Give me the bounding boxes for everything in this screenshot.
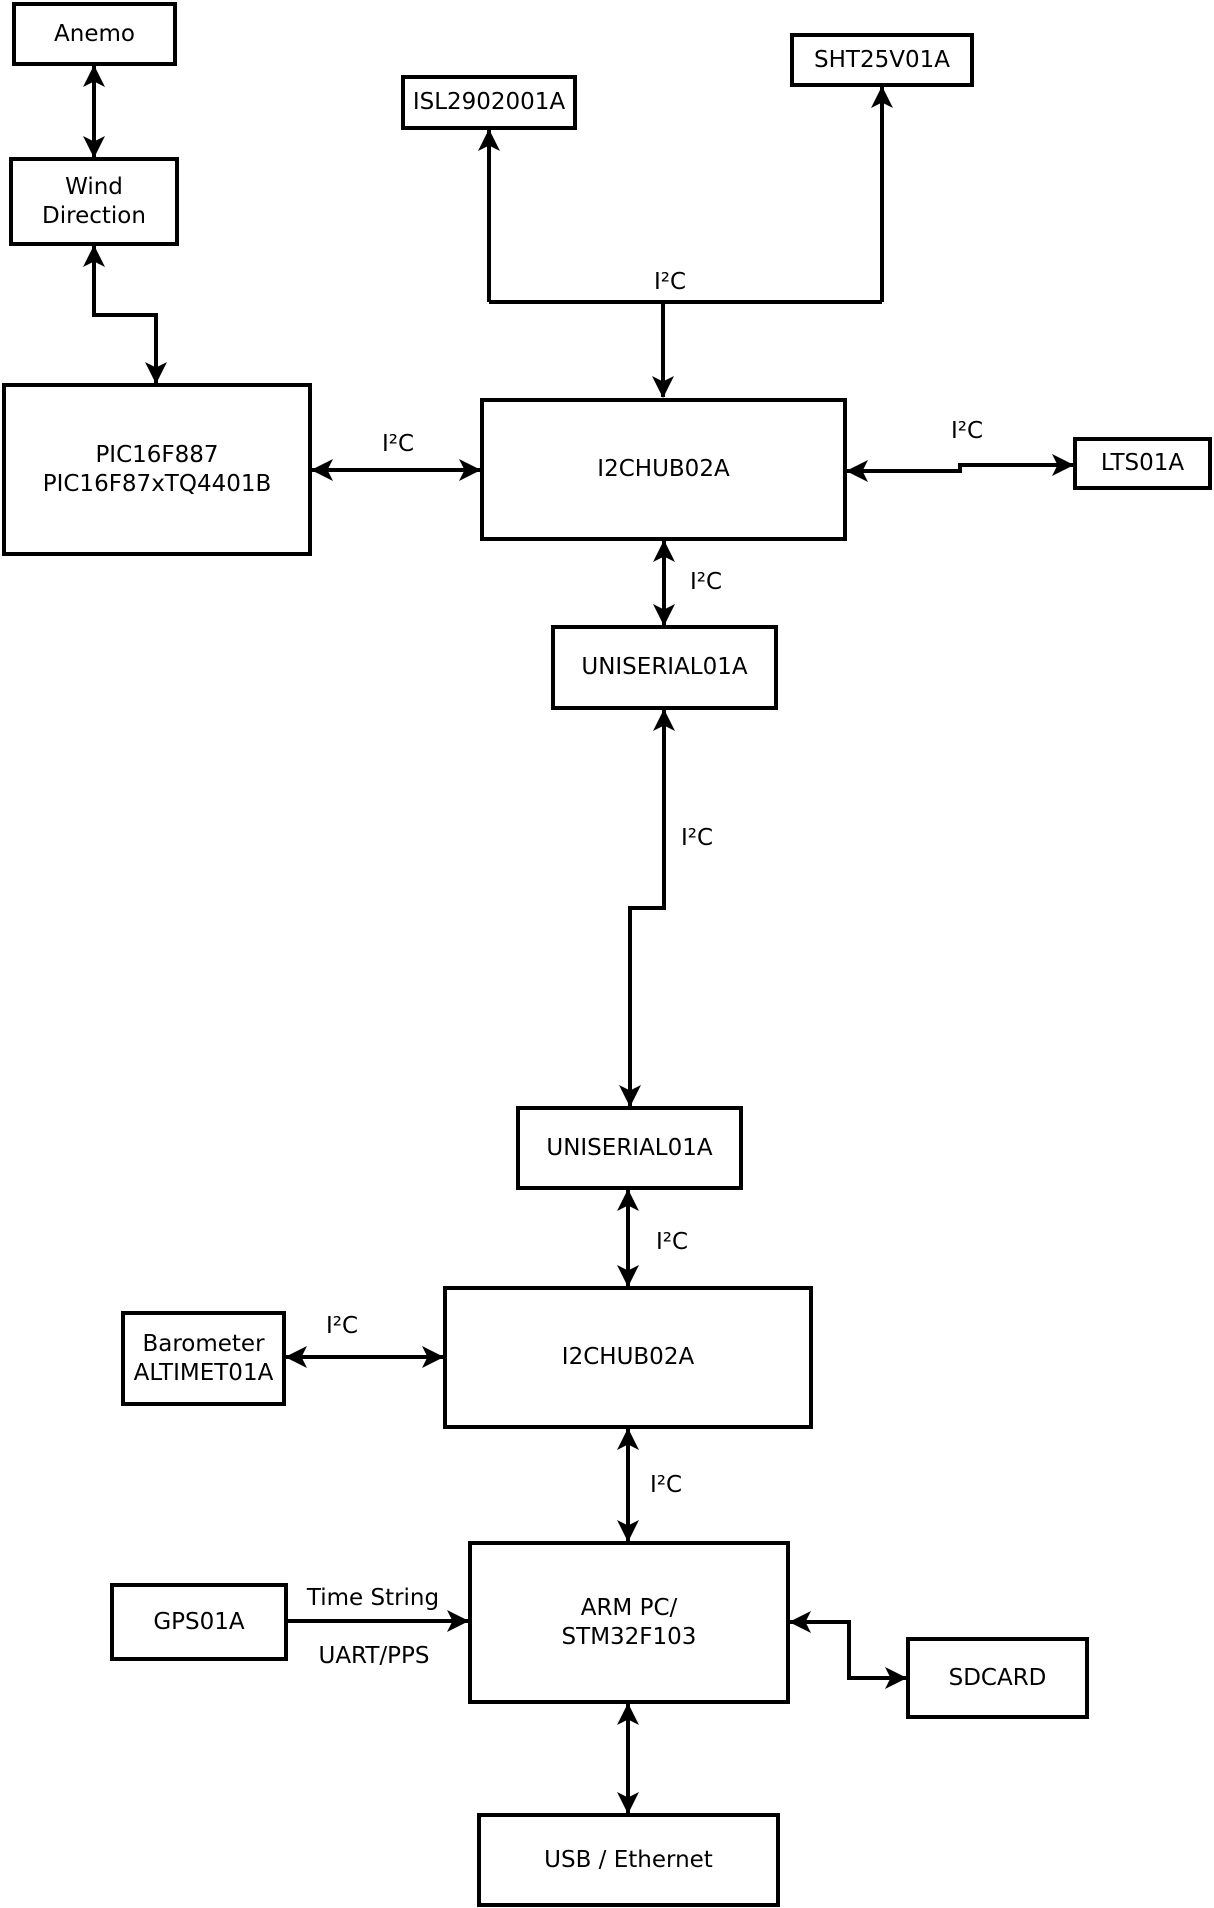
- label-i2c-uniserial-hub2: I²C: [655, 1229, 689, 1255]
- node-label: LTS01A: [1100, 450, 1185, 477]
- node-label: I2CHUB02A: [561, 1344, 695, 1371]
- node-label: Barometer: [142, 1331, 265, 1358]
- label-i2c-pic-hub: I²C: [381, 431, 415, 457]
- node-label: I2CHUB02A: [597, 456, 730, 483]
- node-usb-ethernet: USB / Ethernet: [477, 1813, 780, 1907]
- node-sdcard: SDCARD: [906, 1637, 1089, 1719]
- label-i2c-hub-lts: I²C: [950, 418, 984, 444]
- edge-winddirection-pic: [83, 245, 167, 384]
- node-label: ALTIMET01A: [133, 1359, 274, 1386]
- node-label: SHT25V01A: [814, 46, 950, 73]
- edge-uniserial-uniserial: [619, 709, 675, 1107]
- node-uniserial01a-bottom: UNISERIAL01A: [516, 1106, 743, 1190]
- node-label: Wind: [65, 174, 123, 201]
- label-i2c-hub-uniserial: I²C: [689, 569, 723, 595]
- node-label: USB / Ethernet: [544, 1846, 713, 1873]
- node-anemo: Anemo: [12, 2, 177, 66]
- node-label: UNISERIAL01A: [581, 654, 748, 681]
- edge-hub-lts: [846, 454, 1074, 482]
- label-time-string: Time String: [306, 1585, 440, 1611]
- label-i2c-hub2-arm: I²C: [649, 1472, 683, 1498]
- node-label: Direction: [42, 202, 146, 229]
- node-uniserial01a-top: UNISERIAL01A: [551, 625, 778, 710]
- node-label: UNISERIAL01A: [546, 1134, 713, 1161]
- label-i2c-topbus: I²C: [653, 269, 687, 295]
- label-uart-pps: UART/PPS: [318, 1643, 430, 1669]
- node-label: ARM PC/: [580, 1595, 678, 1622]
- node-gps01a: GPS01A: [110, 1583, 288, 1661]
- node-label: Anemo: [54, 20, 135, 47]
- node-arm-pc-stm32f103: ARM PC/STM32F103: [468, 1541, 790, 1704]
- edge-arm-sdcard: [789, 1611, 907, 1689]
- node-i2chub02a-top: I2CHUB02A: [480, 398, 847, 541]
- node-label: STM32F103: [561, 1623, 697, 1650]
- node-label: GPS01A: [153, 1608, 245, 1635]
- node-i2chub02a-bottom: I2CHUB02A: [443, 1286, 813, 1429]
- node-label: ISL2902001A: [412, 89, 566, 116]
- node-sht25v01a: SHT25V01A: [790, 33, 974, 87]
- node-label: PIC16F887: [95, 442, 219, 469]
- label-i2c-barometer-hub2: I²C: [325, 1313, 359, 1339]
- node-label: SDCARD: [948, 1664, 1047, 1691]
- label-i2c-long-link: I²C: [680, 825, 714, 851]
- node-lts01a: LTS01A: [1073, 437, 1212, 490]
- node-label: PIC16F87xTQ4401B: [42, 470, 272, 497]
- node-isl2902001a: ISL2902001A: [401, 75, 577, 130]
